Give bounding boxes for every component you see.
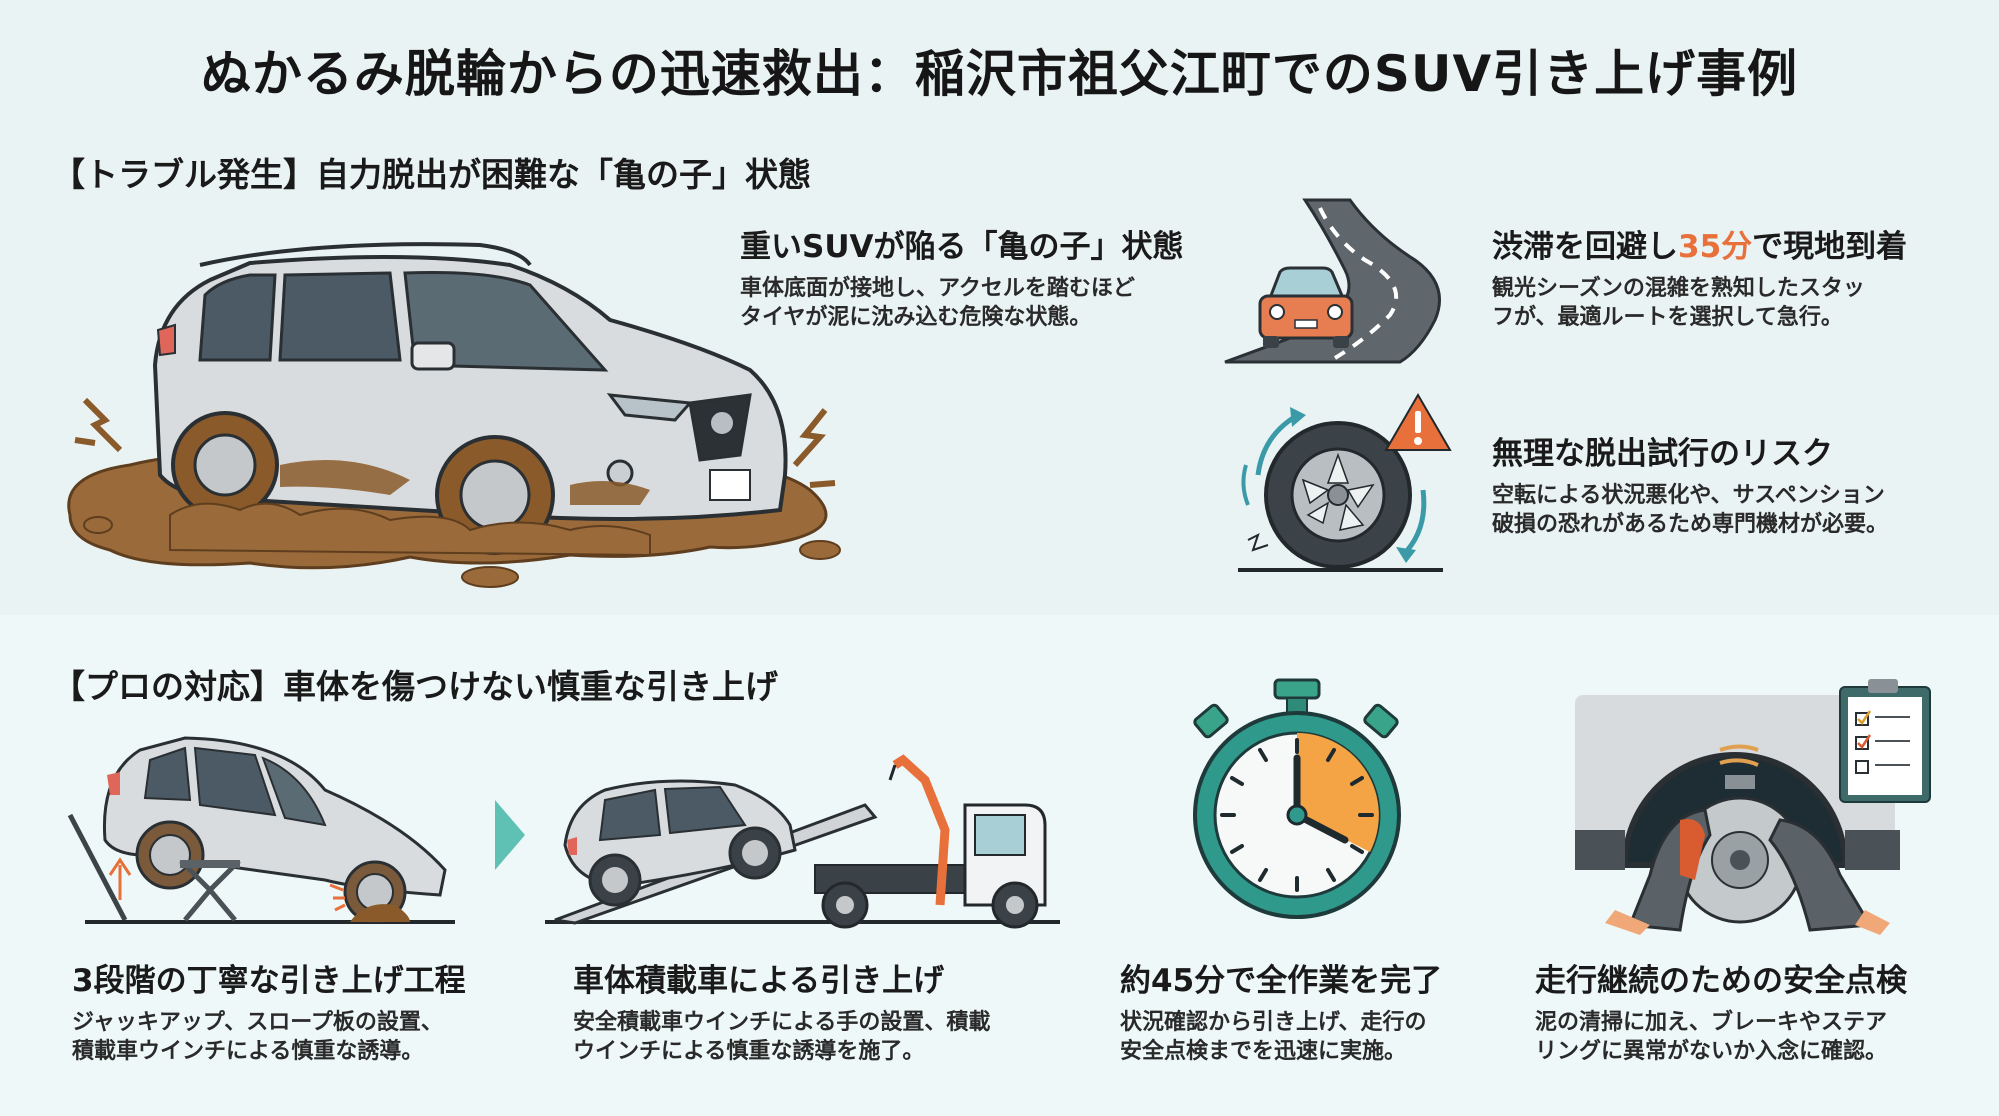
step-jack-line-1: ジャッキアップ、スロープ板の設置、 bbox=[72, 1010, 443, 1035]
step-inspection-heading: 走行継続のための安全点検 bbox=[1535, 963, 1907, 999]
arrival-heading-pre: 渋滞を回避し bbox=[1492, 229, 1678, 265]
flatbed-truck-loading-illustration bbox=[545, 754, 1060, 929]
arrival-heading: 渋滞を回避し35分で現地到着 bbox=[1492, 221, 1907, 266]
step-arrow-icon bbox=[495, 800, 525, 870]
brake-inspection-checklist-illustration bbox=[1575, 679, 1931, 935]
step-jack-line-2: 積載車ウインチによる慎重な誘導。 bbox=[72, 1039, 424, 1065]
step-time-line-1: 状況確認から引き上げ、走行の bbox=[1120, 1010, 1427, 1035]
risk-card: 無理な脱出試行のリスク 空転による状況悪化や、サスペンション 破損の恐れがあるた… bbox=[1492, 428, 1888, 539]
stuck-state-line-2: タイヤが泥に沈み込む危険な状態。 bbox=[740, 305, 1092, 331]
risk-heading: 無理な脱出試行のリスク bbox=[1492, 436, 1833, 472]
step-flatbed-line-2: ウインチによる慎重な誘導を施了。 bbox=[573, 1039, 925, 1065]
risk-line-1: 空転による状況悪化や、サスペンション bbox=[1492, 483, 1885, 508]
page-title: ぬかるみ脱輪からの迅速救出：稲沢市祖父江町でのSUV引き上げ事例 bbox=[200, 45, 1799, 103]
arrival-card: 渋滞を回避し35分で現地到着 観光シーズンの混雑を熟知したスタッ フが、最適ルー… bbox=[1492, 221, 1907, 332]
step-card-jack: 3段階の丁寧な引き上げ工程 ジャッキアップ、スロープ板の設置、 積載車ウインチに… bbox=[72, 955, 466, 1066]
step-inspection-line-1: 泥の清掃に加え、ブレーキやステア bbox=[1535, 1010, 1888, 1035]
step-jack-heading: 3段階の丁寧な引き上げ工程 bbox=[72, 963, 466, 999]
step-time-duration: 45分 bbox=[1151, 963, 1226, 999]
step-time-heading: 約45分で全作業を完了 bbox=[1120, 955, 1442, 1000]
suv-stuck-in-mud-illustration bbox=[67, 242, 841, 588]
arrival-time-highlight: 35分 bbox=[1678, 229, 1753, 265]
step-inspection-line-2: リングに異常がないか入念に確認。 bbox=[1535, 1039, 1888, 1065]
jack-lifting-suv-illustration bbox=[67, 736, 455, 924]
stopwatch-icon bbox=[1193, 678, 1401, 919]
step-flatbed-heading: 車体積載車による引き上げ bbox=[573, 963, 945, 999]
step-time-line-2: 安全点検までを迅速に実施。 bbox=[1120, 1039, 1407, 1065]
step-card-flatbed: 車体積載車による引き上げ 安全積載車ウインチによる手の設置、積載 ウインチによる… bbox=[573, 955, 990, 1066]
step-time-heading-post: で全作業を完了 bbox=[1225, 963, 1443, 999]
stuck-state-card: 重いSUVが陥る「亀の子」状態 車体底面が接地し、アクセルを踏むほど タイヤが泥… bbox=[740, 221, 1184, 332]
arrival-heading-post: で現地到着 bbox=[1752, 229, 1908, 265]
step-flatbed-line-1: 安全積載車ウインチによる手の設置、積載 bbox=[573, 1010, 991, 1035]
winding-road-car-icon bbox=[1224, 198, 1441, 364]
step-card-time: 約45分で全作業を完了 状況確認から引き上げ、走行の 安全点検までを迅速に実施。 bbox=[1120, 955, 1442, 1066]
response-section-title: 【プロの対応】車体を傷つけない慎重な引き上げ bbox=[52, 667, 778, 706]
step-card-inspection: 走行継続のための安全点検 泥の清掃に加え、ブレーキやステア リングに異常がないか… bbox=[1535, 955, 1907, 1066]
arrival-line-1: 観光シーズンの混雑を熟知したスタッ bbox=[1492, 276, 1865, 301]
stuck-state-line-1: 車体底面が接地し、アクセルを踏むほど bbox=[740, 276, 1135, 301]
arrival-line-2: フが、最適ルートを選択して急行。 bbox=[1492, 305, 1843, 331]
spinning-tire-warning-icon bbox=[1238, 393, 1452, 572]
risk-line-2: 破損の恐れがあるため専門機材が必要。 bbox=[1492, 512, 1889, 538]
trouble-section-title: 【トラブル発生】自力脱出が困難な「亀の子」状態 bbox=[52, 155, 811, 194]
step-time-heading-pre: 約 bbox=[1120, 963, 1151, 999]
stuck-state-heading: 重いSUVが陥る「亀の子」状態 bbox=[740, 229, 1184, 265]
